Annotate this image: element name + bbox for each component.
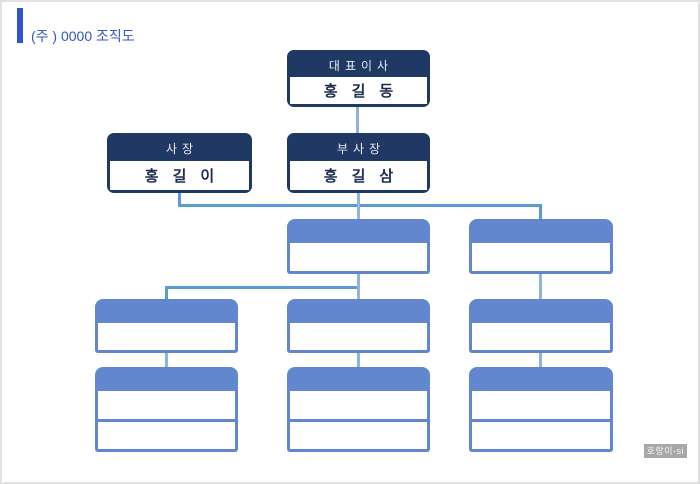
org-node-ceo: 대표이사 홍길동 (287, 50, 430, 107)
connector-dept-a-dept-d (357, 274, 360, 299)
org-node-president-title: 사장 (165, 142, 199, 156)
org-node-dept-a (287, 219, 430, 274)
org-node-dept-a-row (290, 243, 427, 271)
org-node-dept-f-row-1 (98, 391, 235, 419)
org-node-dept-b-row (472, 243, 610, 271)
org-node-dept-c (95, 299, 238, 353)
org-node-vice-president-name: 홍길삼 (290, 161, 427, 190)
org-node-dept-d (287, 299, 430, 353)
org-node-dept-b-title (472, 222, 610, 243)
org-node-dept-h-row-1 (472, 391, 610, 419)
connector-ceo-vicepresident (356, 107, 359, 134)
org-node-vice-president: 부사장 홍길삼 (287, 133, 430, 193)
connector-vicepresident-dept-a (357, 193, 360, 220)
org-node-dept-e (469, 299, 613, 353)
connector-dept-a-horizontal (165, 286, 359, 289)
org-node-dept-d-row (290, 323, 427, 350)
org-node-president-name: 홍길이 (110, 161, 249, 190)
org-node-ceo-title: 대표이사 (328, 58, 394, 73)
org-node-dept-f-title (98, 370, 235, 391)
org-node-dept-c-row (98, 323, 235, 350)
connector-dept-b-dept-e (539, 274, 542, 299)
org-node-dept-h-title (472, 370, 610, 391)
org-node-dept-d-title (290, 302, 427, 323)
connector-dept-c-dept-f (165, 353, 168, 367)
org-node-vice-president-title: 부사장 (336, 142, 386, 156)
connector-dept-e-dept-h (539, 353, 542, 367)
connector-president-stub (178, 193, 181, 206)
org-node-dept-c-title (98, 302, 235, 323)
org-node-dept-b (469, 219, 613, 274)
connector-drop-dept-c (165, 286, 168, 299)
org-node-dept-f-row-2 (98, 421, 235, 449)
connector-president-horizontal (178, 204, 542, 207)
title-accent-bar (17, 8, 23, 43)
org-node-dept-g-title (290, 370, 427, 391)
org-node-dept-h (469, 367, 613, 452)
watermark: 호랑이-si (643, 444, 687, 458)
org-node-president: 사장 홍길이 (107, 133, 252, 193)
org-node-dept-h-row-2 (472, 421, 610, 449)
org-node-dept-e-title (472, 302, 610, 323)
org-node-dept-g-row-2 (290, 421, 427, 449)
org-node-dept-g (287, 367, 430, 452)
org-node-dept-e-row (472, 323, 610, 350)
page-title: (주 ) 0000 조직도 (31, 28, 135, 44)
connector-drop-dept-b (539, 204, 542, 220)
org-node-ceo-name: 홍길동 (290, 77, 427, 104)
org-node-dept-g-row-1 (290, 391, 427, 419)
org-node-dept-a-title (290, 222, 427, 243)
org-node-dept-f (95, 367, 238, 452)
connector-dept-d-dept-g (357, 353, 360, 367)
